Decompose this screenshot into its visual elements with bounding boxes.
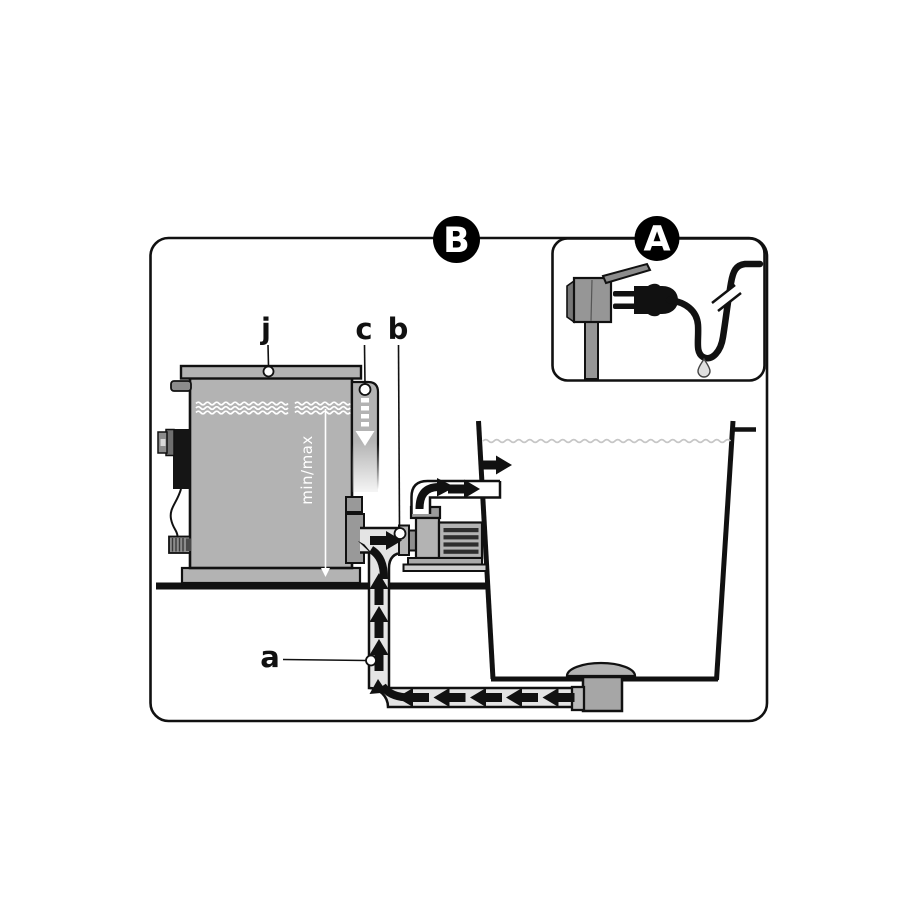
flow-arrow: [480, 455, 512, 475]
pond-waterline-wave: [482, 438, 732, 444]
plug-prong: [613, 291, 636, 297]
tank-cable: [169, 488, 182, 537]
connector-window: [160, 439, 166, 446]
cable-break-slash: [717, 292, 742, 312]
pond: [476, 420, 756, 682]
drain-box: [581, 675, 624, 713]
callout-c: c: [355, 312, 373, 396]
overflow-indicator: [350, 380, 380, 494]
callout-b-leader: [397, 344, 401, 529]
cable-break-gap: [710, 285, 742, 313]
callout-b-label: b: [388, 312, 409, 346]
callout-j-leader: [267, 344, 270, 367]
flow-arrows: [358, 455, 575, 707]
suction-pipe-fill: [369, 552, 574, 707]
drain-valve-ribs: [171, 538, 184, 552]
plug-prong: [613, 303, 636, 309]
uvc-connector: [157, 428, 190, 489]
gauge-arrowhead: [321, 568, 330, 577]
drain-valve-collar: [186, 538, 191, 551]
tank-body: [188, 375, 354, 570]
pump-base-plate: [402, 563, 488, 572]
water-drop-icon: [697, 357, 711, 378]
socket-seam: [590, 279, 593, 322]
power-plug-icon: [613, 283, 678, 317]
down-flow-dashed-arrow: [355, 398, 375, 446]
callouts: j c b a: [260, 312, 408, 674]
panel-a-inset: A: [551, 216, 766, 382]
outlet-pipe-outer-edge: [410, 479, 500, 514]
curved-flow-arrow: [415, 478, 455, 510]
bottom-drain: [565, 661, 637, 713]
tank-base: [180, 566, 362, 585]
tank-handle-stub: [170, 380, 192, 392]
suction-pipe-inner-edge: [387, 551, 574, 690]
socket-body: [572, 276, 613, 324]
callout-a-point: [365, 654, 377, 667]
connector-plate: [173, 429, 190, 489]
suction-pipe: [367, 551, 574, 709]
drain-valve: [168, 535, 191, 554]
cable-break-icon: [710, 284, 742, 313]
callout-b-point: [393, 527, 407, 540]
pond-right-wall: [714, 420, 736, 681]
badge-b: B: [433, 216, 480, 263]
gauge-label: min/max: [298, 435, 316, 505]
callout-j-label: j: [260, 312, 271, 346]
callout-j-point: [262, 365, 275, 378]
badge-b-circle: [433, 216, 480, 263]
curved-flow-arrow: [369, 679, 411, 702]
callout-a: a: [260, 640, 377, 674]
socket-post: [584, 321, 599, 380]
power-socket: [566, 262, 652, 380]
badge-a-label: A: [643, 220, 670, 260]
badge-b-label: B: [443, 221, 470, 261]
tank-upper-port: [345, 496, 363, 513]
callout-a-label: a: [260, 640, 280, 674]
callout-b: b: [388, 312, 409, 540]
suction-pipe-outer-edge: [367, 552, 574, 709]
callout-a-leader: [282, 658, 367, 662]
badge-a: A: [634, 216, 680, 261]
pump: [398, 505, 488, 572]
filter-tank: min/max: [157, 364, 380, 585]
callout-c-label: c: [355, 312, 372, 346]
pump-motor-fins: [443, 528, 479, 554]
power-cable-drip-loop: [665, 260, 764, 362]
drain-dome: [565, 661, 637, 678]
cable-break-slash: [711, 284, 736, 304]
level-gauge: min/max: [298, 409, 330, 577]
badge-a-circle: [634, 216, 680, 261]
curved-flow-arrow: [358, 541, 388, 580]
socket-flip-lid: [601, 262, 652, 285]
plug-body: [634, 283, 678, 317]
pump-head: [414, 516, 441, 560]
callout-c-leader: [363, 344, 366, 385]
callout-c-point: [358, 383, 372, 396]
callout-j: j: [260, 312, 275, 378]
